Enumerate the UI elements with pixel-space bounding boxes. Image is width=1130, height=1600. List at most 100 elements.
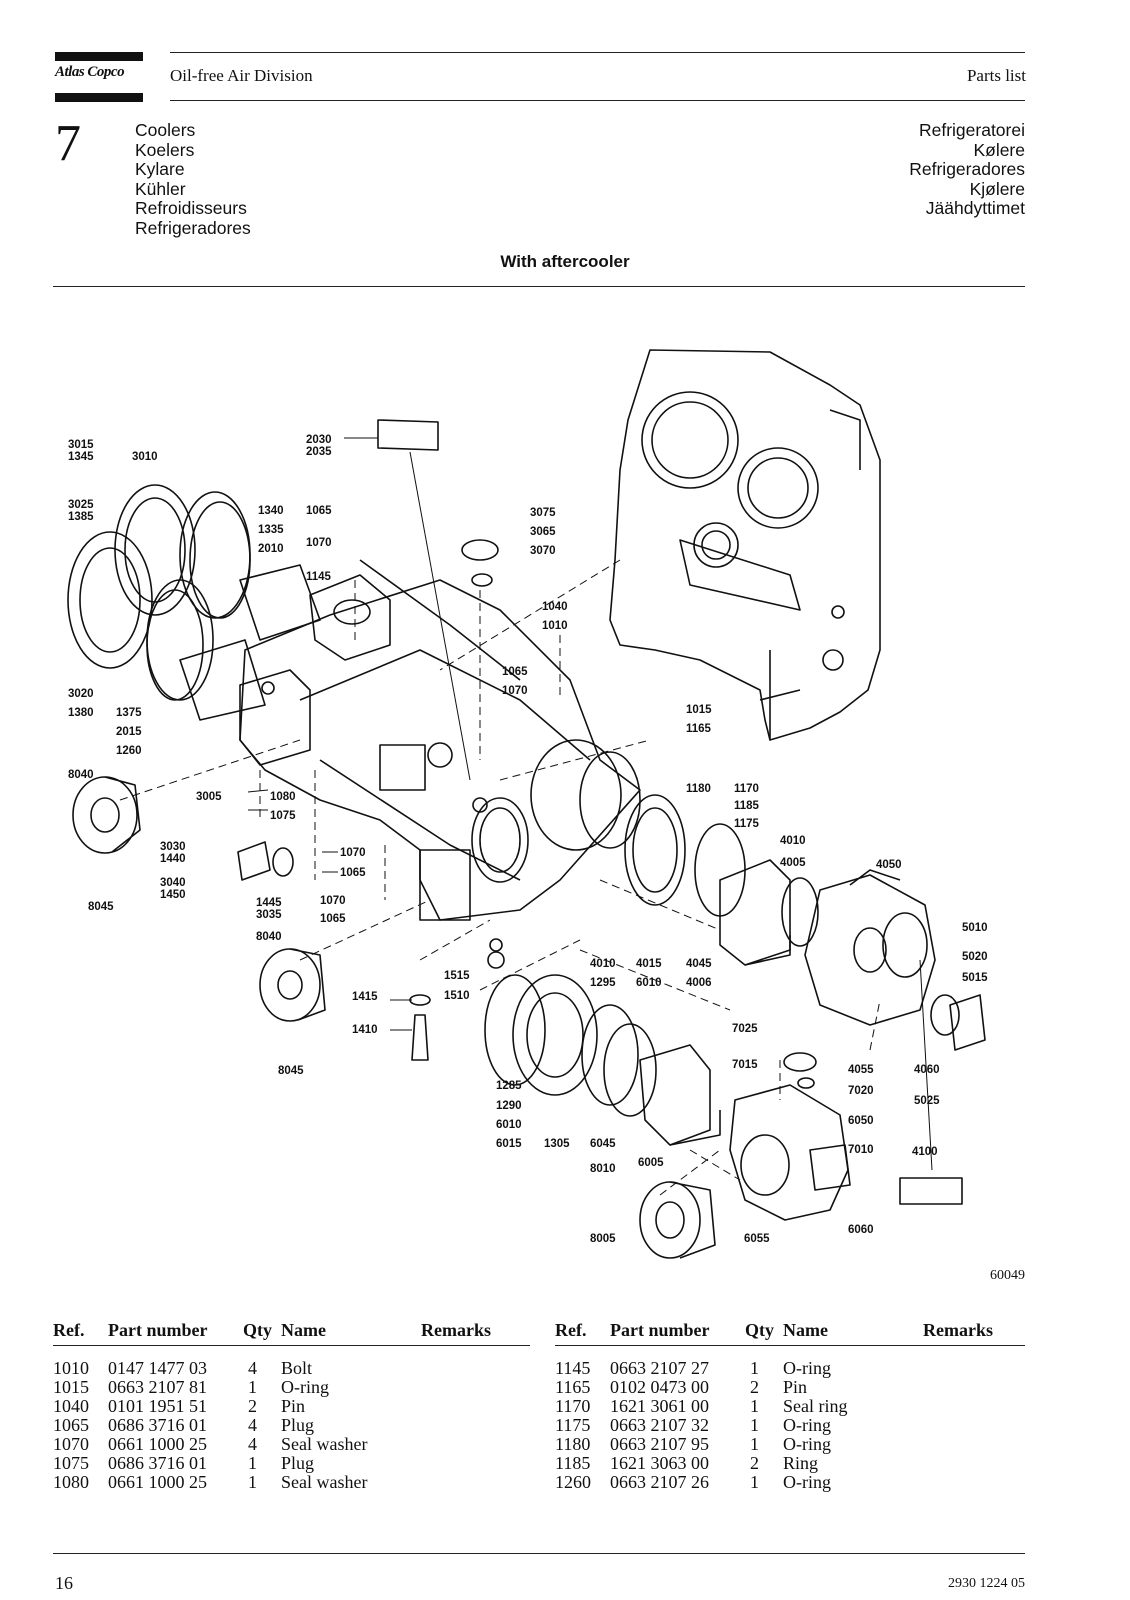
cell-ref: 1185 — [555, 1453, 591, 1473]
callout-label: 1515 — [444, 970, 470, 982]
callout-label: 4010 — [780, 835, 806, 847]
callout-label: 8005 — [590, 1233, 616, 1245]
section-title: Kühler — [135, 178, 186, 199]
section-title: Kølere — [973, 139, 1025, 160]
cell-part-number: 0661 1000 25 — [108, 1434, 207, 1454]
callout-label: 1070 — [502, 685, 528, 697]
section-title: Coolers — [135, 120, 196, 140]
callout-label: 5025 — [914, 1095, 940, 1107]
cell-ref: 1065 — [53, 1415, 89, 1435]
cell-name: Ring — [783, 1453, 819, 1473]
cell-qty: 1 — [750, 1434, 759, 1454]
callout-label: 4045 — [686, 958, 712, 970]
cell-part-number: 0663 2107 26 — [610, 1472, 709, 1492]
callout-label: 5015 — [962, 972, 988, 984]
callout-label: 1145 — [306, 571, 332, 583]
section-title: Jäähdyttimet — [925, 198, 1025, 218]
callout-label: 1340 — [258, 505, 284, 517]
callout-label: 1445 — [256, 897, 282, 909]
callout-label: 3065 — [530, 526, 556, 538]
cell-name: O-ring — [783, 1358, 831, 1378]
section-subtitle: With aftercooler — [500, 252, 630, 271]
cell-ref: 1080 — [53, 1472, 89, 1492]
col-header-part-number: Part number — [610, 1320, 710, 1340]
callout-label: 1010 — [542, 620, 568, 632]
section-title: Kylare — [135, 159, 185, 179]
callout-label: 1165 — [686, 723, 712, 735]
table-header-rule — [555, 1345, 1025, 1346]
cell-qty: 1 — [750, 1415, 759, 1435]
callout-label: 1345 — [68, 451, 94, 463]
col-header-remarks: Remarks — [421, 1320, 491, 1340]
cell-qty: 4 — [248, 1434, 257, 1454]
callout-label: 7025 — [732, 1023, 758, 1035]
callout-label: 8040 — [68, 769, 94, 781]
cell-part-number: 0102 0473 00 — [610, 1377, 709, 1397]
callout-label: 4100 — [912, 1146, 938, 1158]
logo-top-bar — [55, 52, 143, 61]
callout-label: 7020 — [848, 1085, 874, 1097]
section-title: Refroidisseurs — [135, 198, 247, 218]
cell-part-number: 0663 2107 95 — [610, 1434, 709, 1454]
cell-name: Bolt — [281, 1358, 313, 1378]
cell-ref: 1070 — [53, 1434, 89, 1454]
page-number: 16 — [55, 1573, 73, 1593]
callout-label: 1185 — [734, 800, 760, 812]
cell-name: Pin — [281, 1396, 306, 1416]
callout-label: 1380 — [68, 707, 94, 719]
cell-qty: 1 — [248, 1377, 257, 1397]
callout-label: 1295 — [590, 977, 616, 989]
callout-label: 3025 — [68, 499, 94, 511]
callout-label: 6060 — [848, 1224, 874, 1236]
callout-label: 1065 — [502, 666, 528, 678]
callout-label: 8045 — [278, 1065, 304, 1077]
callout-label: 4005 — [780, 857, 806, 869]
callout-label: 1385 — [68, 511, 94, 523]
section-title: Koelers — [135, 139, 195, 160]
cell-ref: 1170 — [555, 1396, 591, 1416]
subtitle-rule — [53, 286, 1025, 287]
cell-qty: 4 — [248, 1358, 257, 1378]
cell-part-number: 0147 1477 03 — [108, 1358, 207, 1378]
document-code: 2930 1224 05 — [948, 1576, 1025, 1591]
callout-label: 1450 — [160, 889, 186, 901]
callout-label: 2015 — [116, 726, 142, 738]
cell-name: O-ring — [783, 1472, 831, 1492]
cell-name: Seal washer — [281, 1472, 368, 1492]
doc-type: Parts list — [966, 66, 1026, 85]
section-title: Refrigeradores — [909, 159, 1025, 179]
cell-qty: 2 — [750, 1377, 759, 1397]
cell-qty: 2 — [750, 1453, 759, 1473]
col-header-part-number: Part number — [108, 1320, 208, 1340]
callout-label: 3075 — [530, 507, 556, 519]
col-header-remarks: Remarks — [923, 1320, 993, 1340]
callout-label: 4006 — [686, 977, 712, 989]
cell-ref: 1165 — [555, 1377, 591, 1397]
header-bottom-rule — [170, 100, 1025, 101]
callout-label: 4050 — [876, 859, 902, 871]
callout-label: 1065 — [306, 505, 332, 517]
callout-label: 3020 — [68, 688, 94, 700]
cell-name: Seal washer — [281, 1434, 368, 1454]
section-titles-right: Refrigeratorei Kølere Refrigeradores Kjø… — [909, 120, 1025, 219]
callout-label: 1305 — [544, 1138, 570, 1150]
cell-ref: 1260 — [555, 1472, 591, 1492]
brand-logo: Atlas Copco — [55, 64, 125, 80]
callout-label: 1080 — [270, 791, 296, 803]
callout-label: 1285 — [496, 1080, 522, 1092]
cell-ref: 1180 — [555, 1434, 591, 1454]
cell-name: Plug — [281, 1453, 315, 1473]
callout-label: 5020 — [962, 951, 988, 963]
cell-ref: 1145 — [555, 1358, 591, 1378]
callout-label: 1065 — [340, 867, 366, 879]
cell-name: Plug — [281, 1415, 315, 1435]
callout-label: 4010 — [590, 958, 616, 970]
callout-label: 2035 — [306, 446, 332, 458]
leader-lines — [119, 559, 881, 1196]
callout-label: 1075 — [270, 810, 296, 822]
callout-label: 4055 — [848, 1064, 874, 1076]
